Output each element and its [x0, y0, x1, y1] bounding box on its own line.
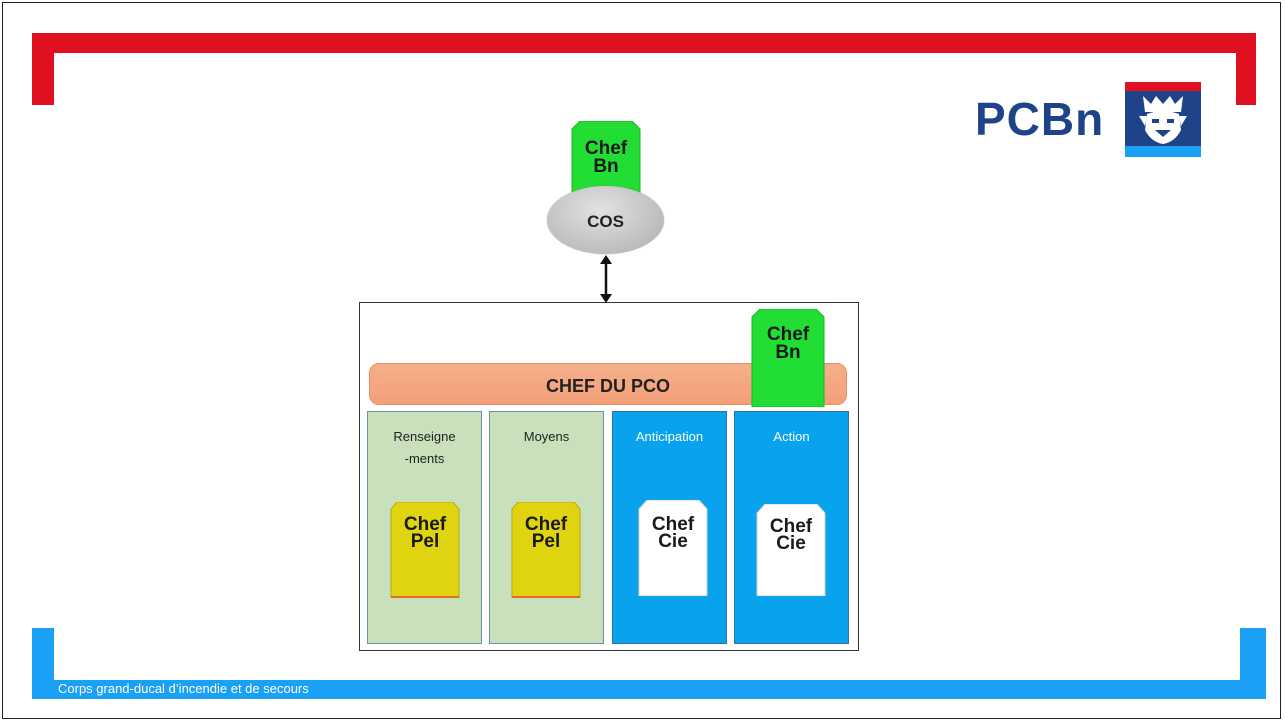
- top-bracket-right-leg: [1236, 33, 1256, 105]
- chef-du-pco-label: CHEF DU PCO: [545, 376, 670, 396]
- cos-oval: [547, 186, 664, 254]
- cell-anticipation-label: Anticipation: [635, 429, 704, 444]
- chef-cie-badge-action-line1: Chef: [769, 516, 813, 537]
- chef-pel-badge-renseignements-line1: Chef: [403, 514, 447, 535]
- chef-bn-pco-badge-icon: [751, 309, 825, 407]
- chef-pel-badge-renseignements-line2: Pel: [410, 531, 440, 552]
- lion-crest-icon: [1125, 82, 1201, 157]
- cell-action-label: Action: [773, 429, 810, 444]
- cell-action: Action: [734, 411, 849, 644]
- chef-cie-badge-anticipation-icon: [638, 500, 708, 596]
- chef-pel-badge-renseignements-icon: [390, 502, 460, 598]
- chef-pel-badge-moyens-line1: Chef: [524, 514, 568, 535]
- chef-bn-top-badge-line1: Chef: [584, 138, 628, 159]
- bottom-bracket-left-leg: [32, 628, 54, 699]
- chef-bn-pco-badge-line2: Bn: [775, 342, 801, 363]
- double-arrow-icon: [600, 255, 612, 303]
- chef-pel-badge-moyens-icon: [511, 502, 581, 598]
- chef-bn-pco-badge-line1: Chef: [766, 324, 810, 345]
- cell-moyens-label: Moyens: [523, 429, 570, 444]
- bottom-bracket-bar: [32, 680, 1266, 699]
- chef-cie-badge-action-line2: Cie: [776, 533, 806, 554]
- chef-pel-badge-moyens-line2: Pel: [531, 531, 561, 552]
- chef-bn-top-badge-line2: Bn: [593, 156, 619, 177]
- top-bracket-left-leg: [32, 33, 54, 105]
- chef-cie-badge-anticipation-line1: Chef: [651, 514, 695, 535]
- chef-bn-top-badge-icon: [571, 121, 641, 201]
- bottom-bracket-right-leg: [1240, 628, 1266, 699]
- cell-renseignements-label: Renseigne -ments: [393, 429, 456, 466]
- chef-cie-badge-action-icon: [756, 504, 826, 596]
- footer-organization-text: Corps grand-ducal d’incendie et de secou…: [58, 681, 309, 696]
- cos-label: COS: [587, 212, 624, 231]
- top-bracket-bar: [32, 33, 1256, 53]
- brand-logo-text: PCBn: [975, 93, 1105, 145]
- chef-cie-badge-anticipation-line2: Cie: [658, 531, 688, 552]
